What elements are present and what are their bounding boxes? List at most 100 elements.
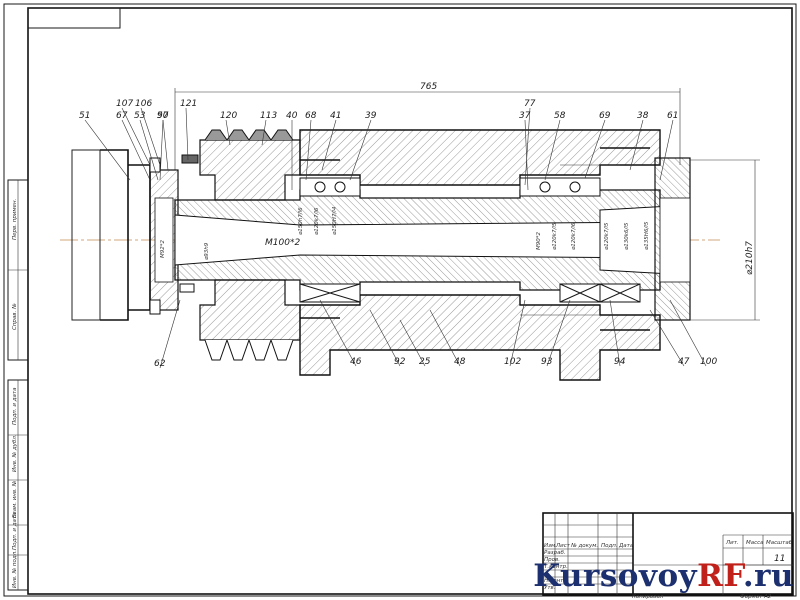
diameter-210-text: ⌀210h7 bbox=[745, 241, 755, 275]
part-label-47: 47 bbox=[678, 357, 690, 367]
part-label-41: 41 bbox=[330, 111, 341, 121]
fit-4: ⌀120k7/l6 bbox=[571, 222, 577, 250]
stamp-text-4: Взам. инв. № bbox=[12, 480, 18, 518]
key-121 bbox=[181, 154, 199, 164]
part-label-93: 93 bbox=[541, 357, 553, 367]
title-block: Изм. Лист № докум. Подп. Дата Разраб. Пр… bbox=[542, 512, 794, 600]
tb-h2: № докум. bbox=[570, 543, 598, 549]
thread-small-label: M92*2 bbox=[160, 240, 166, 258]
pulley-grooves-top bbox=[204, 129, 294, 141]
key-62 bbox=[179, 283, 195, 293]
part-label-121: 121 bbox=[180, 99, 197, 109]
tb-r2: Т.контр. bbox=[544, 564, 568, 570]
leader-line-102 bbox=[509, 299, 526, 367]
part-label-53: 53 bbox=[134, 111, 146, 121]
leader-line-97 bbox=[159, 119, 164, 181]
part-label-106: 106 bbox=[135, 99, 152, 109]
pulley-grooves-bottom bbox=[204, 339, 294, 361]
part-label-120: 120 bbox=[220, 111, 237, 121]
tb-h4: Дата bbox=[618, 543, 634, 549]
leader-line-53 bbox=[139, 119, 159, 181]
bearings-right bbox=[519, 177, 641, 303]
tb-rh2: Масштаб bbox=[766, 540, 793, 546]
wm-part1: Kursovoy bbox=[533, 558, 698, 594]
part-label-37: 37 bbox=[519, 111, 531, 121]
stamp-text-0: Перв. примен. bbox=[12, 198, 18, 240]
part-label-48: 48 bbox=[454, 357, 466, 367]
leader-line-46 bbox=[319, 299, 357, 367]
tb-sheet: 11 bbox=[774, 554, 785, 564]
thread-right-label: M90*2 bbox=[536, 232, 542, 250]
dimension-diameter-210: ⌀210h7 bbox=[690, 159, 760, 321]
part-label-61: 61 bbox=[667, 111, 678, 121]
leader-line-120 bbox=[225, 119, 231, 146]
wm-part2: RF bbox=[697, 558, 743, 594]
part-label-77: 77 bbox=[524, 99, 536, 109]
left-leader-labels: 51 67 53 97 bbox=[79, 111, 169, 181]
part-label-113: 113 bbox=[260, 111, 277, 121]
tb-r3: Н.контр. bbox=[544, 578, 569, 584]
tb-format: Формат A2 bbox=[740, 594, 772, 600]
leader-line-41 bbox=[321, 119, 337, 171]
spindle-shaft bbox=[174, 189, 691, 291]
part-label-100: 100 bbox=[700, 357, 717, 367]
part-label-92: 92 bbox=[394, 357, 406, 367]
part-label-107: 107 bbox=[116, 99, 133, 109]
bolts bbox=[300, 147, 650, 331]
part-label-97: 97 bbox=[157, 111, 169, 121]
top-left-stamp bbox=[28, 7, 121, 29]
bearings-left bbox=[299, 177, 361, 303]
leader-line-51 bbox=[84, 119, 131, 181]
tb-r0: Разраб. bbox=[544, 550, 566, 556]
leader-line-77 bbox=[524, 107, 531, 186]
fit-2: ⌀150H7/l4 bbox=[332, 206, 338, 235]
housing bbox=[299, 129, 691, 381]
leader-line-38 bbox=[629, 119, 644, 171]
part-label-50: 50 bbox=[157, 111, 169, 121]
tb-rh0: Лит. bbox=[725, 540, 739, 546]
fit-1: ⌀120k7/l6 bbox=[314, 207, 320, 235]
leader-line-58 bbox=[544, 119, 561, 181]
leader-line-93 bbox=[546, 299, 571, 367]
tb-h1: Лист bbox=[555, 543, 571, 549]
thread-large-label: M100*2 bbox=[265, 238, 300, 248]
tb-copied: Копировал bbox=[632, 594, 664, 600]
stamp-text-1: Справ. № bbox=[12, 303, 18, 330]
stamp-text-3: Инв. № дубл. bbox=[12, 434, 18, 472]
part-label-51: 51 bbox=[79, 111, 90, 121]
part-label-62: 62 bbox=[154, 359, 166, 369]
stamp-text-2: Подп. и дата bbox=[12, 387, 18, 425]
part-label-69: 69 bbox=[599, 111, 611, 121]
leader-line-61 bbox=[659, 119, 674, 181]
fit-0: ⌀150h7/l6 bbox=[298, 207, 304, 235]
leader-line-107 bbox=[121, 107, 151, 166]
leader-line-100 bbox=[669, 299, 707, 367]
tb-h3: Подп. bbox=[601, 543, 618, 549]
side-stamps: Перв. примен. Справ. № Подп. и дата Инв.… bbox=[7, 179, 29, 591]
tb-rh1: Масса bbox=[746, 540, 764, 546]
leader-line-113 bbox=[261, 119, 267, 146]
leader-line-94 bbox=[609, 299, 621, 367]
tb-r4: Утв. bbox=[544, 585, 556, 591]
fit-labels: ⌀93h9 M100*2 M92*2 M90*2 ⌀150h7/l6 ⌀120k… bbox=[160, 206, 650, 260]
left-chuck bbox=[71, 149, 151, 321]
fit-5: ⌀120k7/l5 bbox=[604, 222, 610, 250]
part-label-46: 46 bbox=[350, 357, 362, 367]
part-label-67: 67 bbox=[116, 111, 128, 121]
leader-line-48 bbox=[429, 309, 461, 367]
watermark: KursovoyRF.ru bbox=[533, 558, 794, 594]
fit-7: ⌀135H6/l5 bbox=[644, 221, 650, 250]
part-label-68: 68 bbox=[305, 111, 317, 121]
part-label-94: 94 bbox=[614, 357, 626, 367]
fit-3: ⌀120k7/l5 bbox=[552, 222, 558, 250]
outer-frame bbox=[3, 3, 797, 597]
part-label-38: 38 bbox=[637, 111, 649, 121]
leader-line-62 bbox=[159, 299, 181, 369]
leader-line-47 bbox=[649, 309, 685, 367]
part-label-102: 102 bbox=[504, 357, 521, 367]
part-label-40: 40 bbox=[286, 111, 298, 121]
leader-line-50 bbox=[162, 119, 169, 171]
front-cap bbox=[149, 157, 179, 315]
